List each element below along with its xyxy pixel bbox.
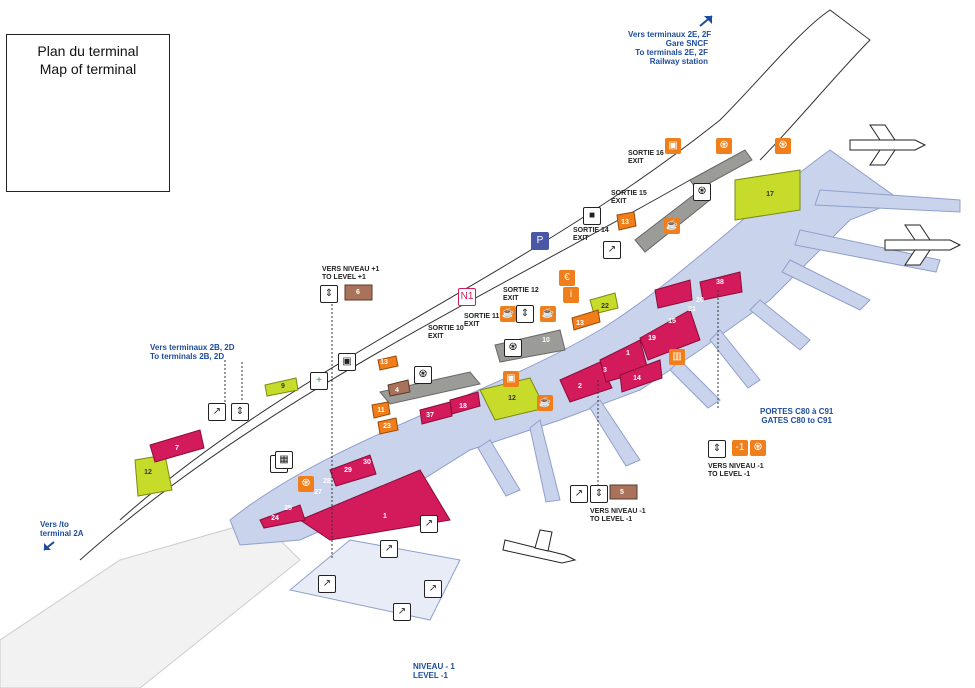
svg-text:7: 7 [175, 445, 179, 452]
svg-text:2: 2 [578, 383, 582, 390]
svg-text:38: 38 [716, 279, 724, 286]
toilets-icon: ♼ [716, 138, 732, 154]
shop-icon: ▣ [665, 138, 681, 154]
svg-text:37: 37 [426, 412, 434, 419]
escalator-icon: ↗ [570, 485, 588, 503]
svg-text:3: 3 [603, 367, 607, 374]
svg-text:13: 13 [380, 359, 388, 366]
svg-text:11: 11 [377, 407, 385, 414]
toilets-icon: ♼ [298, 476, 314, 492]
svg-text:12: 12 [144, 469, 152, 476]
airplane-icon [502, 124, 962, 564]
info-icon: i [563, 287, 579, 303]
escalator-icon: ↗ [393, 603, 411, 621]
svg-text:1: 1 [383, 513, 387, 520]
currency-icon: € [559, 270, 575, 286]
label-gates: PORTES C80 à C91 GATES C80 to C91 [760, 407, 834, 425]
svg-text:17: 17 [766, 191, 774, 198]
svg-text:9: 9 [281, 383, 285, 390]
svg-text:6: 6 [356, 289, 360, 296]
svg-text:13: 13 [621, 219, 629, 226]
label-to-2b: Vers terminaux 2B, 2D To terminals 2B, 2… [150, 343, 235, 361]
escalator-icon: ↗ [380, 540, 398, 558]
toilets-icon: ♼ [414, 366, 432, 384]
first-aid-icon: + [310, 372, 328, 390]
elevator-icon: ⇕ [516, 305, 534, 323]
svg-text:28: 28 [323, 478, 331, 485]
escalator-icon: ↗ [420, 515, 438, 533]
svg-text:4: 4 [395, 387, 399, 394]
elevator-icon: ⇕ [590, 485, 608, 503]
luggage-icon: ▦ [275, 451, 293, 469]
svg-text:24: 24 [271, 515, 279, 522]
escalator-icon: ↗ [208, 403, 226, 421]
svg-text:23: 23 [383, 423, 391, 430]
restaurant-icon: ☕ [500, 306, 516, 322]
svg-text:15: 15 [668, 318, 676, 325]
lower-level-floor [288, 539, 461, 621]
level-minus-icon: -1 [732, 440, 748, 456]
svg-text:21: 21 [688, 306, 696, 313]
toilets-icon: ♼ [775, 138, 791, 154]
svg-text:5: 5 [620, 489, 624, 496]
escalator-icon: ↗ [424, 580, 442, 598]
restaurant-icon: ☕ [664, 218, 680, 234]
svg-text:29: 29 [344, 467, 352, 474]
escalator-icon: ↗ [318, 575, 336, 593]
gate-piers [477, 189, 961, 503]
svg-text:19: 19 [648, 335, 656, 342]
restaurant-icon: ☕ [537, 395, 553, 411]
svg-text:30: 30 [363, 459, 371, 466]
svg-text:25: 25 [284, 505, 292, 512]
elevator-icon: ⇕ [320, 285, 338, 303]
elevator-icon: ⇕ [231, 403, 249, 421]
taxi-icon: ■ [583, 207, 601, 225]
legend-title-fr: Plan du terminal [37, 43, 139, 59]
nursery-icon: N1 [458, 288, 476, 306]
svg-text:22: 22 [601, 303, 609, 310]
bus-icon: ▣ [338, 353, 356, 371]
svg-text:1: 1 [626, 350, 630, 357]
unit-numbers: 7 2 3 1 14 38 20 21 15 19 37 18 29 30 28… [144, 191, 774, 522]
svg-text:10: 10 [542, 337, 550, 344]
svg-text:14: 14 [633, 375, 641, 382]
elevator-icon: ⇕ [708, 440, 726, 458]
restaurant-icon: ☕ [540, 306, 556, 322]
svg-text:20: 20 [696, 297, 704, 304]
escalator-icon: ↗ [603, 241, 621, 259]
toilets-icon: ♼ [504, 339, 522, 357]
svg-text:18: 18 [459, 403, 467, 410]
svg-text:27: 27 [314, 489, 322, 496]
label-level: NIVEAU - 1 LEVEL -1 [413, 662, 455, 680]
shop-icon: ▣ [503, 371, 519, 387]
label-to-2e: Vers terminaux 2E, 2F Gare SNCF To termi… [628, 30, 712, 66]
lounge-icon: ▥ [669, 349, 685, 365]
svg-text:12: 12 [508, 395, 516, 402]
legend-box: Plan du terminal Map of terminal [6, 34, 170, 192]
svg-text:13: 13 [576, 320, 584, 327]
toilets-icon: ♼ [750, 440, 766, 456]
legend-title-en: Map of terminal [39, 61, 137, 77]
toilets-icon: ♼ [693, 183, 711, 201]
parking-icon: P [531, 232, 549, 250]
label-to-2a: Vers /to terminal 2A [40, 520, 84, 538]
